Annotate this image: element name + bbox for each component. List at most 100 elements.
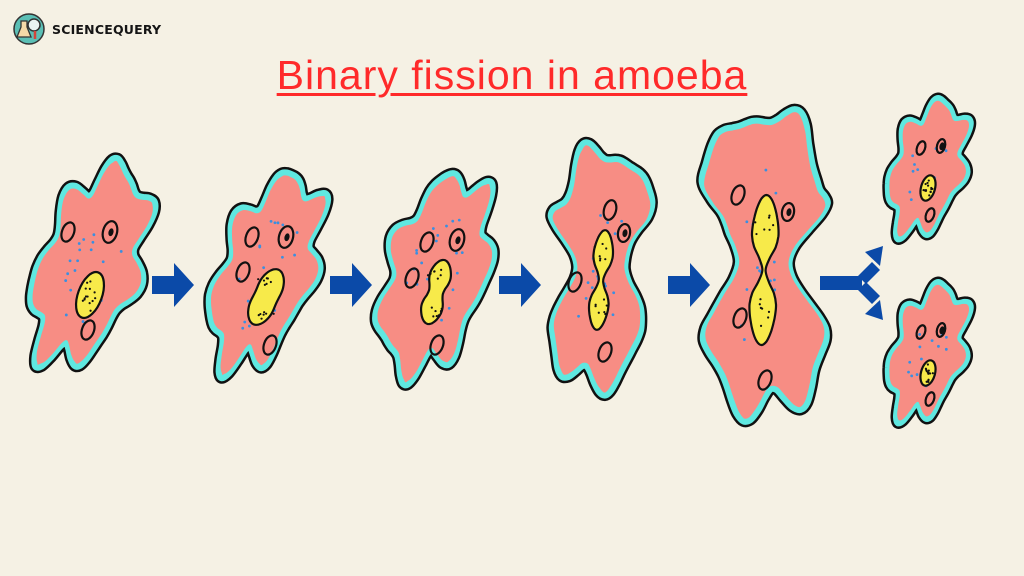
chromatin-dot: [927, 372, 930, 375]
granule: [920, 357, 923, 361]
chromatin-dot: [593, 245, 596, 249]
parent-amoeba: [24, 152, 161, 374]
chromatin-dot: [603, 311, 606, 314]
chromatin-dot: [259, 312, 262, 316]
chromatin-dot: [926, 181, 929, 185]
granule: [611, 313, 615, 317]
right-arrow-icon: [668, 263, 710, 307]
chromatin-dot: [89, 280, 92, 283]
chromatin-dot: [763, 228, 766, 231]
granule: [91, 240, 95, 244]
chromatin-dot: [767, 310, 771, 314]
granule: [431, 227, 435, 230]
chromatin-dot: [931, 372, 934, 375]
vacuole: [277, 225, 295, 249]
cytoplasm-constricts: [545, 136, 658, 402]
granule: [281, 223, 285, 227]
granule: [910, 374, 914, 378]
chromatin-dot: [924, 182, 927, 186]
vacuole: [616, 222, 632, 244]
granule: [455, 251, 458, 255]
chromatin-dot: [435, 314, 438, 318]
chromatin-dot: [605, 304, 608, 307]
granule: [295, 231, 299, 234]
split-arrow-lower-branch: [858, 282, 880, 304]
chromatin-dot: [440, 307, 443, 310]
granule: [101, 260, 105, 264]
page-title: Binary fission in amoeba: [276, 52, 748, 98]
nucleus: [419, 258, 453, 326]
granule: [457, 218, 461, 222]
chromatin-dot: [768, 228, 771, 231]
chromatin-dot: [257, 278, 260, 281]
granule: [944, 149, 948, 153]
nucleus: [246, 268, 286, 326]
cytoplasm: [889, 284, 970, 421]
contractile-vacuole-dot: [622, 229, 628, 238]
vacuole: [80, 319, 96, 341]
right-arrow-icon: [499, 263, 541, 307]
chromatin-dot: [430, 306, 433, 309]
chromatin-dot: [257, 314, 260, 317]
granule: [77, 242, 81, 245]
granule: [262, 266, 266, 270]
granule: [241, 326, 245, 330]
vacuole: [262, 334, 278, 356]
vacuole: [915, 140, 927, 156]
chromatin-dot: [597, 311, 600, 314]
chromatin-dot: [755, 232, 758, 236]
granule: [415, 251, 419, 255]
chromatin-dot: [925, 369, 928, 373]
vacuole: [780, 201, 796, 223]
vacuole: [404, 267, 420, 289]
granule: [591, 269, 595, 273]
chromatin-dot: [426, 274, 430, 277]
granule: [908, 190, 912, 194]
granule: [68, 259, 72, 263]
granule: [76, 259, 80, 263]
chromatin-dot: [272, 312, 275, 315]
granule: [590, 286, 594, 290]
chromatin-dot: [758, 303, 761, 306]
chromatin-dot: [83, 297, 86, 300]
chromatin-dot: [265, 282, 268, 286]
vacuole: [915, 324, 927, 340]
vacuole: [101, 220, 119, 244]
chromatin-dot: [605, 247, 608, 250]
split-arrow-lower-head: [865, 300, 883, 320]
granule: [436, 234, 440, 237]
vacuole: [924, 391, 936, 407]
vacuole: [602, 199, 618, 221]
granule: [918, 345, 922, 349]
flask-magnifier-icon: [13, 13, 45, 45]
granule: [89, 248, 93, 252]
vacuole: [60, 221, 76, 243]
granule: [451, 288, 455, 292]
granule: [445, 224, 448, 228]
granule: [908, 360, 912, 364]
chromatin-dot: [429, 272, 432, 275]
granule: [64, 279, 68, 282]
granule: [745, 220, 749, 224]
granule: [937, 344, 940, 348]
chromatin-dot: [925, 380, 928, 383]
vacuole: [732, 307, 748, 329]
chromatin-dot: [927, 179, 930, 182]
chromatin-dot: [263, 311, 266, 314]
granule: [247, 324, 251, 328]
granule: [455, 271, 459, 275]
nucleus-divides: [696, 103, 834, 428]
chromatin-dot: [265, 277, 268, 280]
right-arrow-icon: [330, 263, 372, 307]
split-arrow-upper-branch: [858, 262, 880, 284]
chromatin-dot: [924, 367, 928, 370]
chromatin-dot: [767, 316, 770, 319]
chromatin-dot: [439, 274, 442, 277]
granule: [915, 373, 919, 376]
chromatin-dot: [598, 259, 602, 262]
granule: [420, 261, 424, 265]
nucleus: [74, 270, 106, 320]
chromatin-dot: [86, 281, 89, 284]
granule: [66, 272, 70, 276]
chromatin-dot: [927, 369, 930, 372]
